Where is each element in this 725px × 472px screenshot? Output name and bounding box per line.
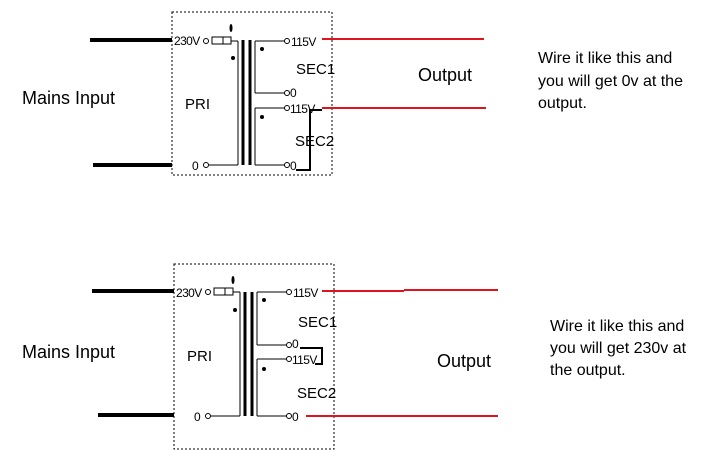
pri-dot — [231, 56, 235, 60]
mains-input-label: Mains Input — [22, 88, 115, 108]
sec1-top-terminal — [286, 289, 292, 295]
sec1-bottom-terminal — [286, 342, 292, 348]
sec2-top-terminal — [284, 105, 290, 111]
pri-bottom-terminal-label: 0 — [192, 159, 199, 173]
sec2-dot — [262, 367, 266, 371]
pri-top-terminal — [205, 289, 211, 295]
sec1-top-terminal-label: 115V — [293, 286, 318, 300]
jumper-wire — [296, 109, 322, 171]
diagram-bottom: Mains Input PRI 230V 0 115V SEC1 0 115V … — [22, 263, 687, 450]
note-line-2: you will get 230v at — [550, 340, 687, 357]
pri-bottom-terminal — [205, 413, 211, 419]
pri-label: PRI — [185, 96, 210, 113]
jumper-wire — [300, 347, 323, 365]
fuse-symbol — [211, 36, 224, 45]
pri-top-terminal — [203, 38, 209, 44]
sec2-top-terminal-label: 115V — [292, 353, 317, 367]
sec2-bottom-terminal-label: 0 — [292, 410, 299, 424]
sec1-label: SEC1 — [296, 61, 335, 78]
sec2-bottom-terminal — [286, 413, 292, 419]
sec2-label: SEC2 — [295, 133, 334, 150]
note-line-1: Wire it like this and — [550, 318, 684, 335]
fuse-symbol-2 — [222, 36, 232, 45]
note-line-2: you will get 0v at the — [538, 73, 683, 90]
sec1-dot — [260, 47, 264, 51]
fuse-marker — [231, 276, 235, 284]
output-label: Output — [418, 65, 472, 85]
sec2-bottom-terminal-label: 0 — [290, 159, 297, 173]
mains-input-label: Mains Input — [22, 342, 115, 362]
pri-top-terminal-label: 230V — [174, 34, 200, 48]
sec1-dot — [262, 298, 266, 302]
sec1-bottom-terminal — [284, 90, 290, 96]
sec2-dot — [260, 115, 264, 119]
pri-top-terminal-label: 230V — [176, 286, 202, 300]
pri-bottom-terminal — [203, 162, 209, 168]
sec1-top-terminal — [284, 38, 290, 44]
output-label: Output — [437, 351, 491, 371]
note-line-3: output. — [538, 95, 587, 112]
fuse-marker — [229, 24, 233, 32]
fuse-symbol-2 — [224, 287, 234, 296]
sec2-top-terminal — [286, 356, 292, 362]
sec1-bottom-terminal-label: 0 — [290, 86, 297, 100]
diagram-top: Mains Input PRI 230V 0 115V SEC1 0 115 — [22, 11, 683, 176]
pri-dot — [233, 308, 237, 312]
transformer-enclosure — [171, 11, 333, 176]
sec1-top-terminal-label: 115V — [291, 35, 316, 49]
fuse-symbol — [213, 287, 226, 296]
sec2-bottom-terminal — [284, 162, 290, 168]
transformer-enclosure — [173, 263, 335, 450]
sec1-bottom-terminal-label: 0 — [292, 337, 299, 351]
sec1-label: SEC1 — [298, 314, 337, 331]
pri-label: PRI — [187, 348, 212, 365]
sec2-label: SEC2 — [297, 385, 336, 402]
note-line-3: the output. — [550, 362, 626, 379]
pri-bottom-terminal-label: 0 — [194, 410, 201, 424]
note-line-1: Wire it like this and — [538, 50, 672, 67]
